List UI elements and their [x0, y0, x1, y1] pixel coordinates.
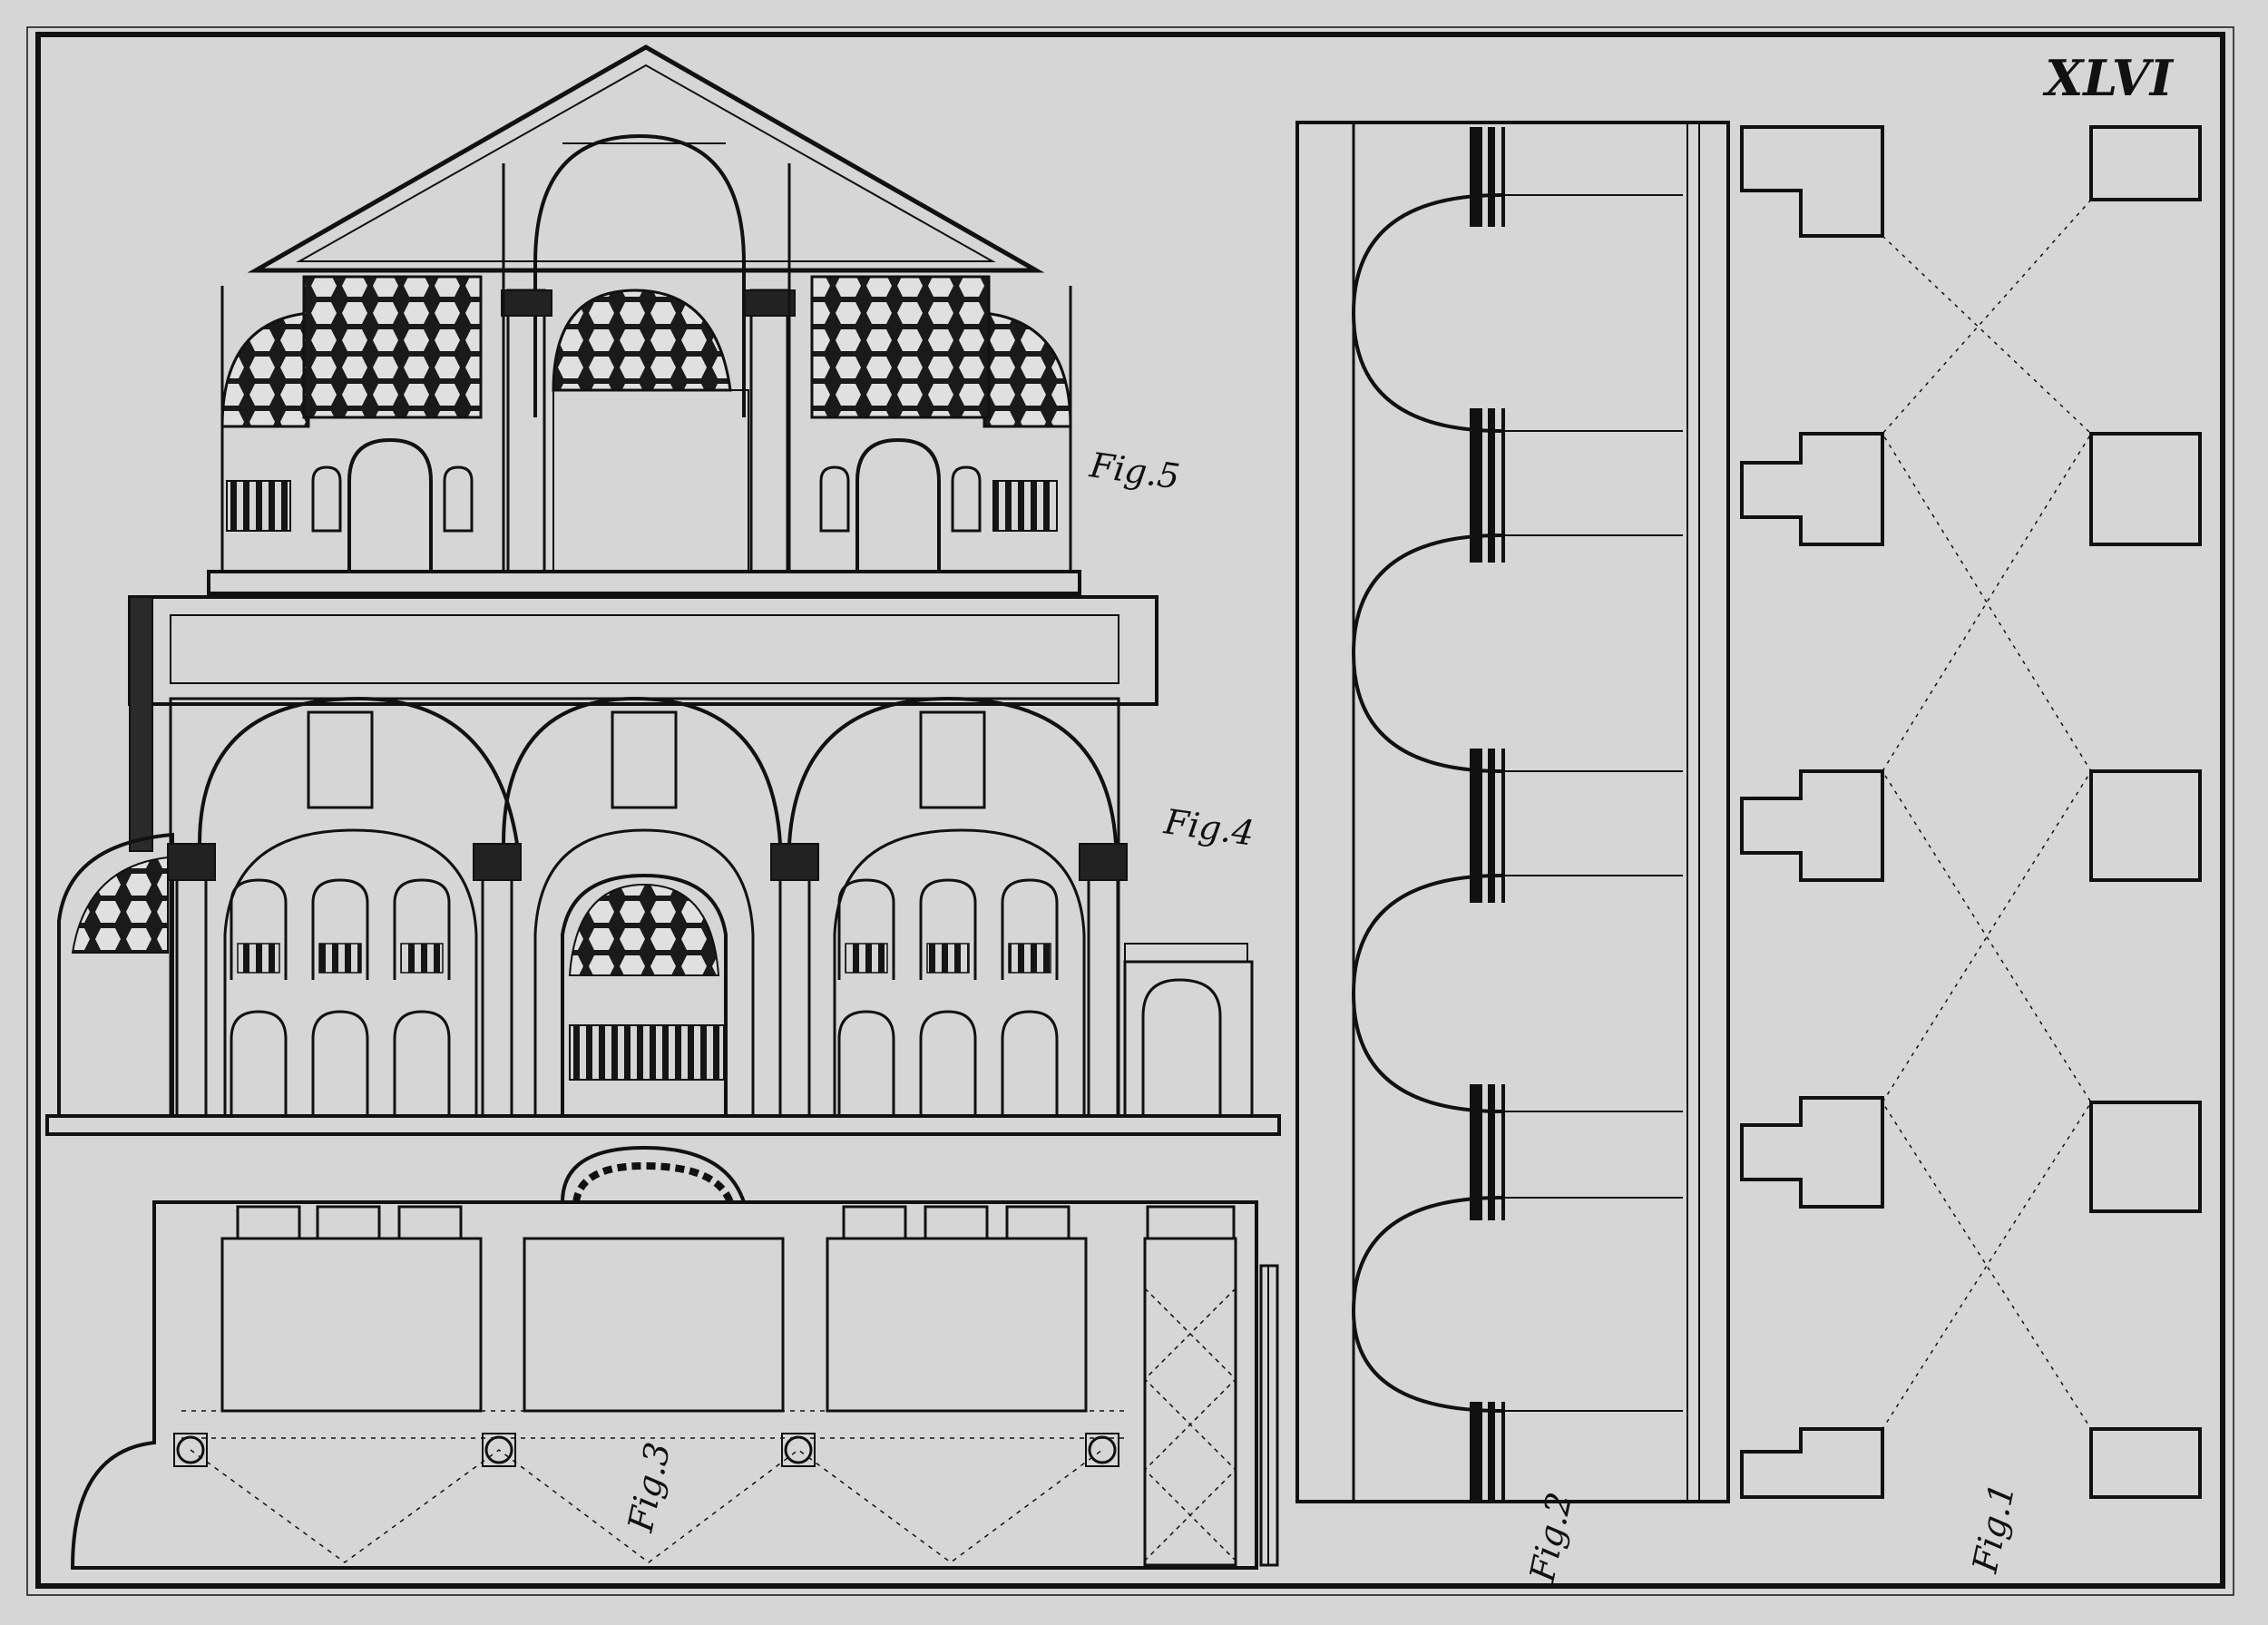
- plate-number: XLVI: [2042, 49, 2174, 107]
- fig1-plan-drawing: [1740, 125, 2202, 1499]
- plate-frame: [35, 32, 2225, 1589]
- fig4-section-drawing: [45, 595, 1281, 1136]
- fig3-plan-drawing: [70, 1145, 1279, 1570]
- fig4-arched-windows: [230, 878, 1059, 1116]
- fig2-section-drawing: [1295, 121, 1730, 1503]
- fig5-section-drawing: [207, 44, 1081, 595]
- fig2-pilasters: [1470, 127, 1505, 1500]
